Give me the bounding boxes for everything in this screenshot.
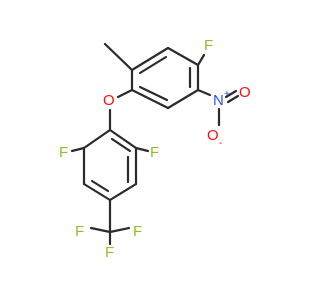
ring-f-bond	[196, 53, 206, 67]
double-bond-inner	[138, 55, 168, 75]
cf3-fluorine-left-label: F	[75, 223, 84, 240]
nitro-n-o-double-bond	[224, 89, 238, 99]
structure-canvas: F N + O O - O F F F F F	[59, 37, 251, 261]
bond	[130, 46, 170, 72]
nitro-o-charge: -	[219, 138, 222, 149]
molecule-drawing: F N + O O - O F F F F F	[59, 37, 251, 261]
ether-oxygen-label: O	[103, 92, 115, 109]
bond	[166, 46, 200, 67]
fluorine-atom-label: F	[204, 37, 213, 54]
cf3-fluorine-top-label: F	[105, 244, 114, 261]
double-bond-inner	[138, 85, 169, 102]
bond	[108, 128, 138, 150]
nitro-oxygen-double-label: O	[239, 84, 251, 101]
nitro-oxygen-single-label: O	[207, 127, 219, 144]
ether-bond	[116, 88, 134, 99]
nitro-n-charge: +	[224, 89, 230, 100]
nitro-nitrogen-label: N	[213, 92, 224, 109]
fluorine-left-label: F	[59, 144, 68, 161]
bond	[82, 182, 112, 202]
methyl-bond	[103, 42, 134, 72]
cf3-f-bond	[108, 226, 131, 234]
double-bond-inner	[90, 179, 110, 193]
cf3-f-bond	[89, 226, 112, 234]
cf3-fluorine-right-label: F	[133, 223, 142, 240]
bond	[130, 88, 170, 110]
right-f-bond	[134, 146, 150, 153]
fluorine-right-label: F	[150, 144, 159, 161]
nitro-c-n-bond	[196, 88, 212, 97]
double-bond-inner	[110, 137, 132, 153]
bond	[108, 182, 138, 202]
bond	[166, 88, 200, 110]
nitro-n-o-double-bond	[226, 94, 240, 104]
upper-benzene-ring	[130, 46, 200, 110]
left-f-bond	[70, 146, 86, 153]
bond	[82, 128, 112, 150]
lower-benzene-ring	[82, 128, 138, 202]
